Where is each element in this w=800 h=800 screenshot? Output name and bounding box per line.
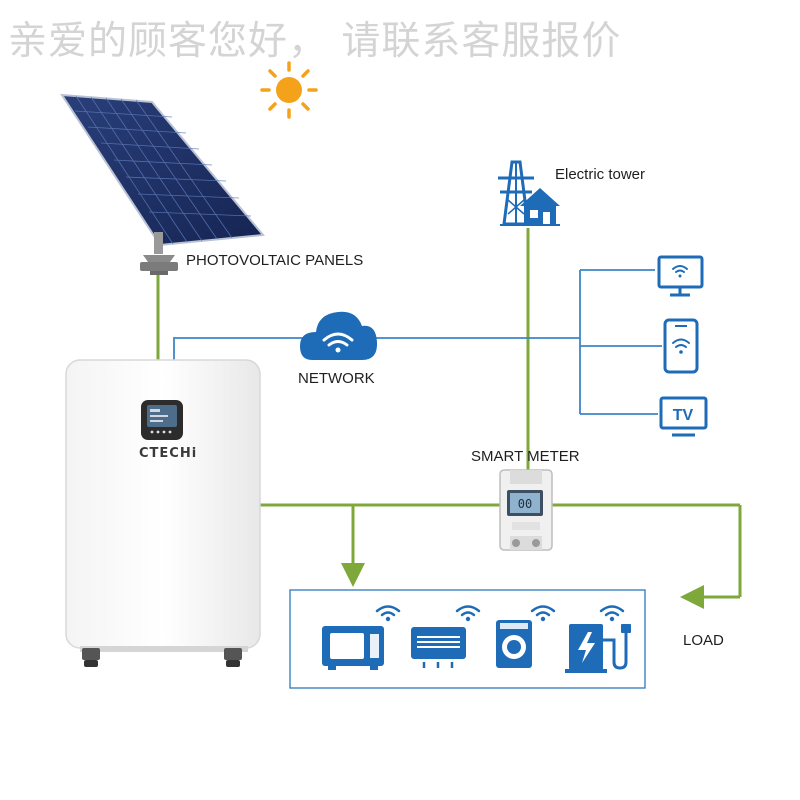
meter-display: 00 bbox=[518, 497, 532, 511]
washing-machine-icon bbox=[496, 620, 532, 668]
monitor-wifi-icon bbox=[657, 255, 704, 297]
brand-logo: CTECHi bbox=[139, 446, 198, 461]
ev-charger-icon bbox=[565, 624, 631, 673]
load-box bbox=[289, 589, 646, 689]
power-wires bbox=[156, 228, 742, 609]
wire-network-battery bbox=[173, 337, 305, 360]
air-conditioner-icon bbox=[411, 627, 466, 668]
load-label: LOAD bbox=[683, 632, 724, 649]
photovoltaic-panels-label: PHOTOVOLTAIC PANELS bbox=[186, 252, 364, 269]
solar-panel-icon bbox=[60, 93, 265, 275]
network-label: NETWORK bbox=[298, 370, 375, 387]
phone-wifi-icon bbox=[663, 318, 699, 374]
tv-label: TV bbox=[673, 407, 694, 424]
network-wires bbox=[173, 269, 662, 415]
watermark-text: 亲爱的顾客您好， 请联系客服报价 bbox=[8, 19, 622, 64]
tv-icon: TV bbox=[659, 396, 708, 437]
battery-unit-icon bbox=[65, 359, 261, 667]
appliance-wifi-dots bbox=[385, 616, 615, 622]
electric-tower-icon bbox=[498, 160, 560, 226]
appliance-wifi-icons bbox=[375, 605, 625, 617]
smart-meter-icon: 00 bbox=[499, 469, 553, 551]
smart-meter-label: SMART METER bbox=[471, 448, 580, 465]
electric-tower-label: Electric tower bbox=[555, 166, 646, 183]
microwave-icon bbox=[322, 626, 384, 670]
sun-icon bbox=[260, 61, 318, 119]
cloud-wifi-icon bbox=[300, 311, 378, 360]
